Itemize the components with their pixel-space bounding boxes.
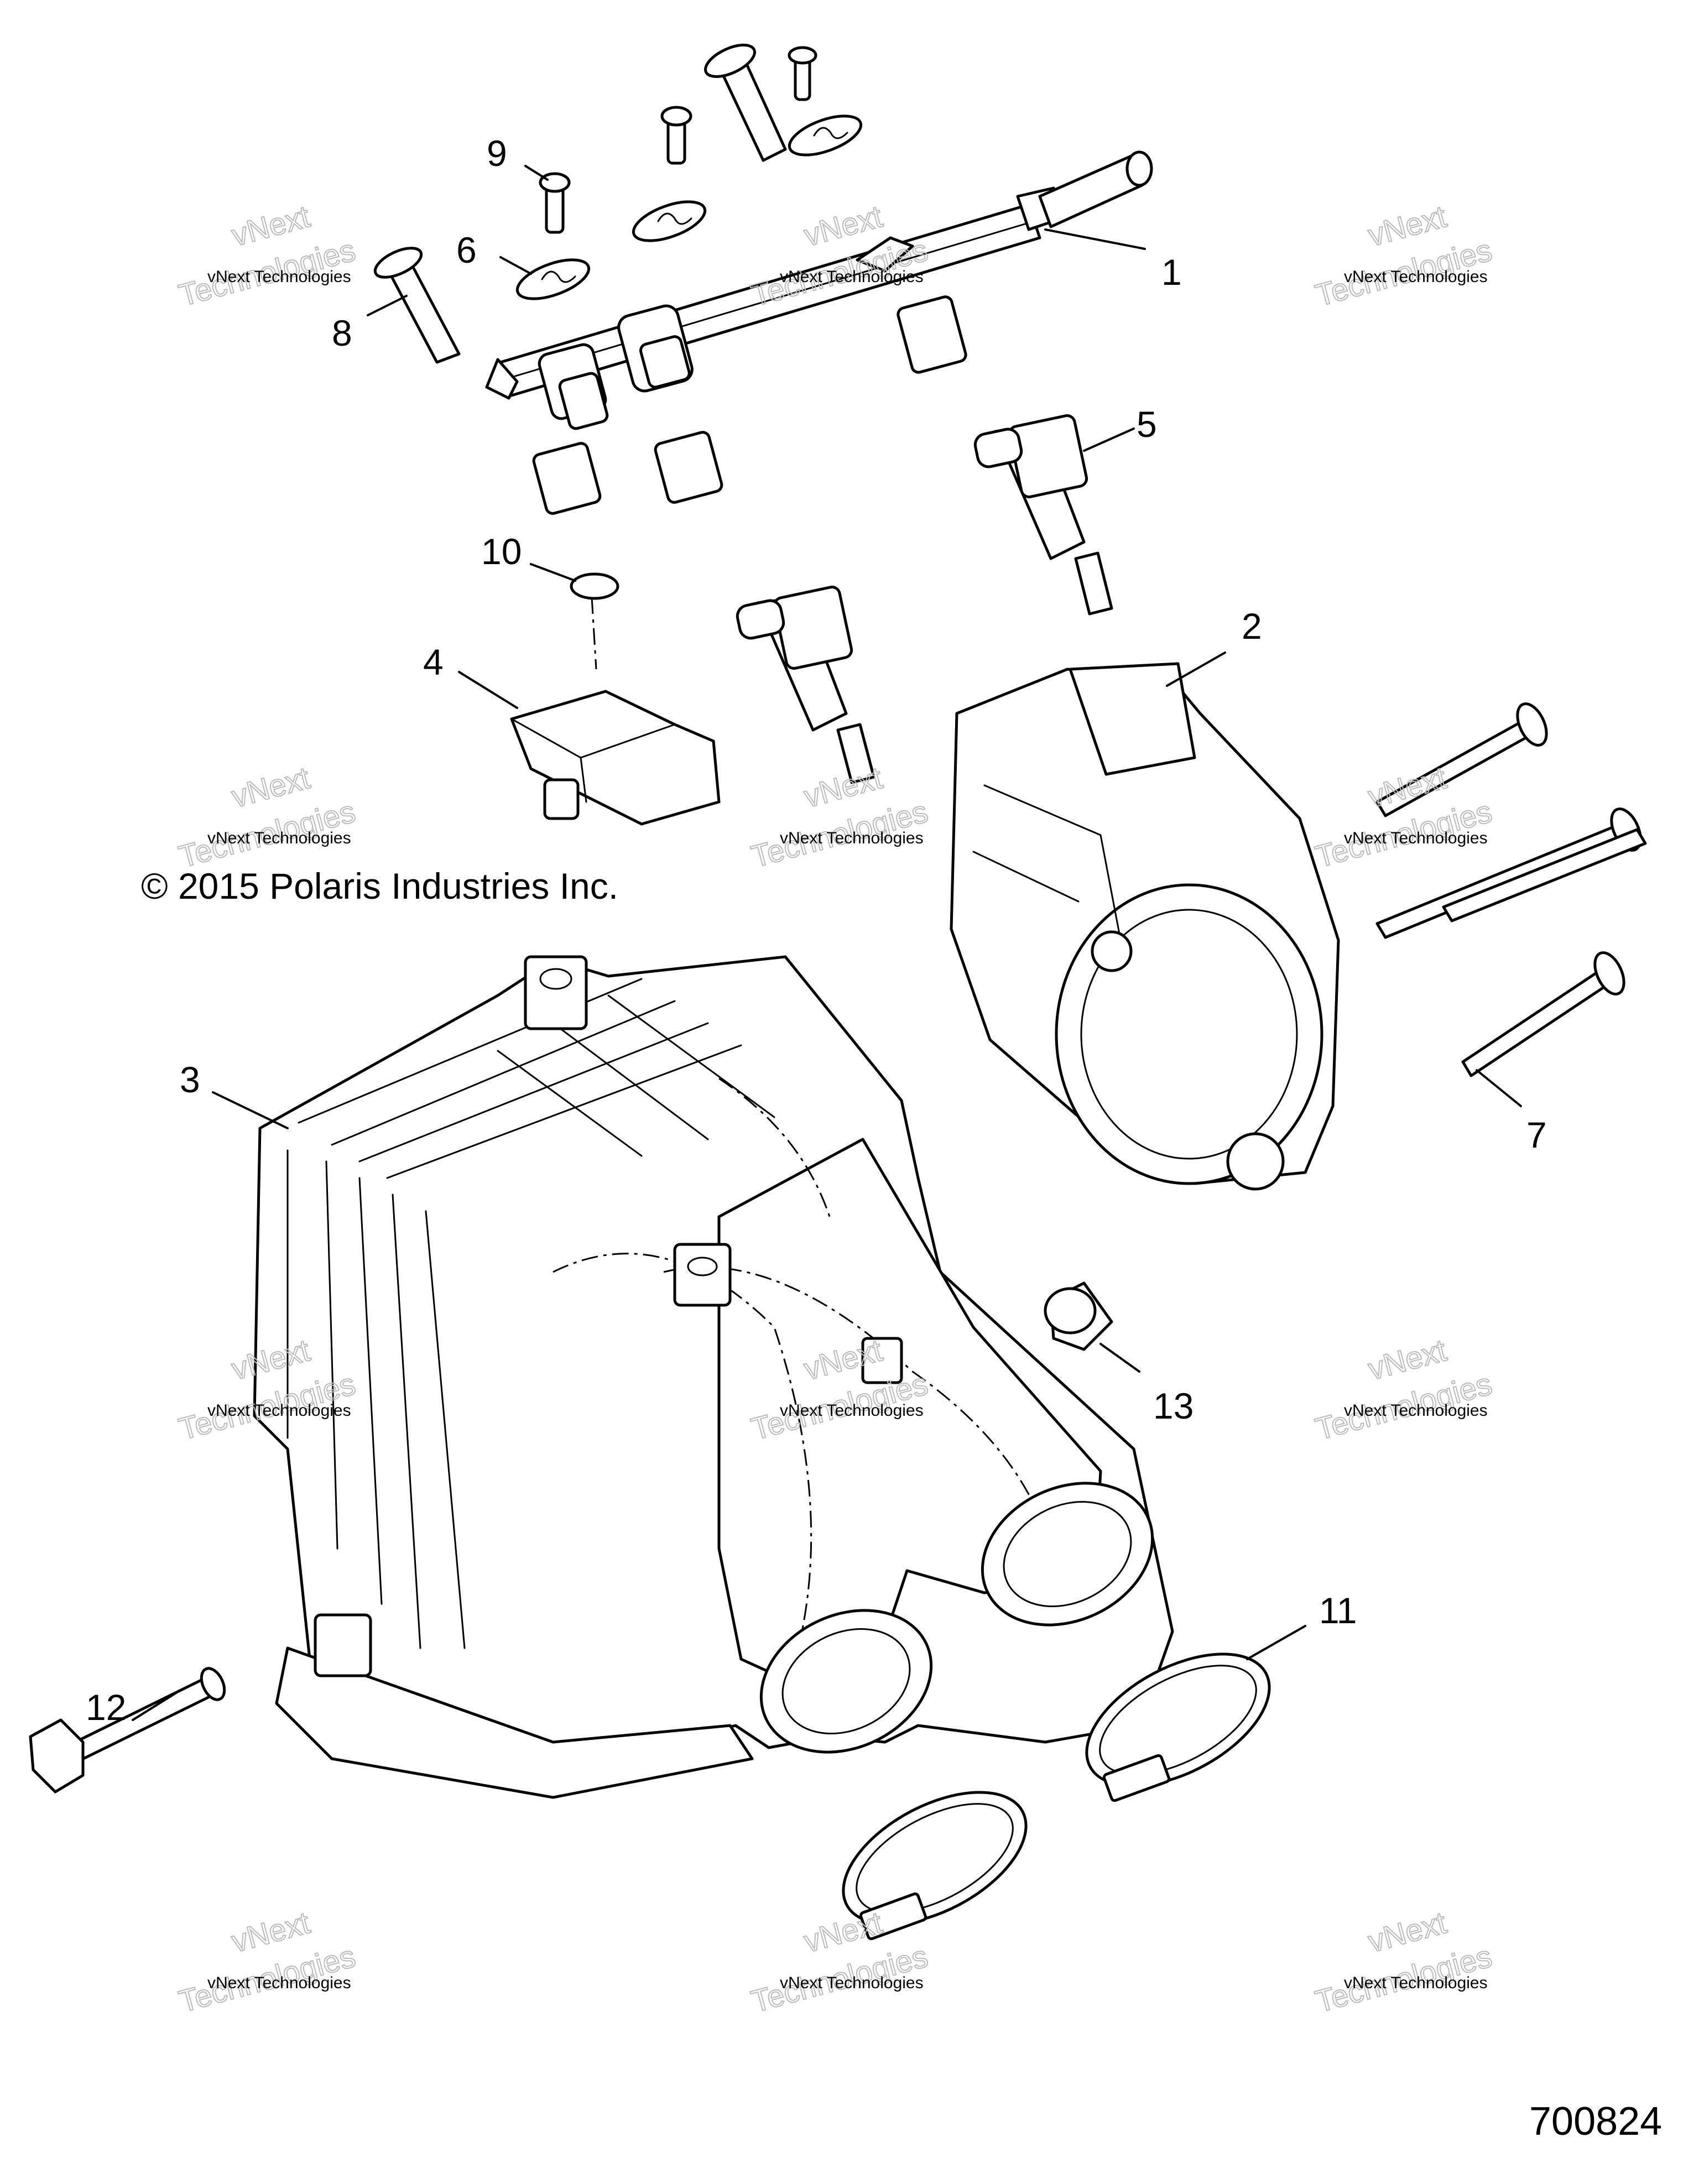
copyright-notice: © 2015 Polaris Industries Inc. — [141, 866, 618, 906]
watermark-big-line1: vNext — [800, 199, 886, 253]
leader-lines — [132, 165, 1522, 1721]
callout-4: 4 — [423, 642, 444, 682]
hose-clamp-upper — [1085, 1653, 1271, 1802]
callout-6: 6 — [456, 230, 477, 270]
map-sensor — [510, 690, 721, 826]
drawing-number: 700824 — [1529, 2099, 1662, 2144]
watermark-small: vNext Technologies — [207, 829, 351, 847]
watermark-small: vNext Technologies — [1344, 268, 1488, 286]
callout-13: 13 — [1153, 1385, 1194, 1426]
watermark-big-line1: vNext — [1364, 760, 1450, 814]
callout-labels: 1 2 3 4 5 6 7 8 9 10 11 12 13 — [86, 133, 1547, 1728]
callout-10: 10 — [481, 531, 522, 572]
small-screws — [539, 46, 817, 234]
watermark-small: vNext Technologies — [1344, 829, 1488, 847]
flange-bolt — [29, 1667, 226, 1794]
fuel-rail — [485, 150, 1153, 515]
watermark-small: vNext Technologies — [780, 1401, 924, 1420]
watermark-big-line1: vNext — [228, 1905, 314, 1959]
watermark-big-line1: vNext — [228, 199, 314, 253]
watermark-small: vNext Technologies — [1344, 1401, 1488, 1420]
callout-8: 8 — [332, 312, 352, 353]
watermark-big-line1: vNext — [1364, 1332, 1450, 1386]
intake-manifold — [253, 955, 1174, 1799]
callout-1: 1 — [1161, 252, 1182, 293]
throttle-body — [950, 662, 1340, 1191]
callout-11: 11 — [1319, 1590, 1357, 1631]
watermark-big-line1: vNext — [800, 1905, 886, 1959]
pins — [373, 44, 787, 364]
watermark-big-line1: vNext — [228, 760, 314, 814]
watermark-small: vNext Technologies — [780, 268, 924, 286]
watermark-small: vNext Technologies — [207, 1974, 351, 1992]
watermark-big-line1: vNext — [1364, 199, 1450, 253]
watermark-small: vNext Technologies — [207, 1401, 351, 1420]
watermark-big-line1: vNext — [800, 760, 886, 814]
watermark-big-line1: vNext — [1364, 1905, 1450, 1959]
watermark-small: vNext Technologies — [780, 1974, 924, 1992]
watermark-small: vNext Technologies — [1344, 1974, 1488, 1992]
clip-plates — [515, 114, 863, 300]
callout-9: 9 — [487, 133, 507, 174]
callout-12: 12 — [86, 1687, 126, 1728]
grommet — [1044, 1281, 1113, 1351]
sensor-screw — [570, 572, 619, 670]
fuel-injector-lower — [736, 586, 875, 784]
callout-2: 2 — [1242, 606, 1262, 647]
hose-clamp-lower — [842, 1791, 1028, 1941]
callout-3: 3 — [180, 1059, 200, 1100]
callout-7: 7 — [1526, 1114, 1547, 1155]
long-bolts — [1375, 702, 1647, 1077]
callout-5: 5 — [1137, 404, 1157, 445]
watermark-small: vNext Technologies — [207, 268, 351, 286]
watermark-small: vNext Technologies — [780, 829, 924, 847]
fuel-injector-upper — [973, 414, 1113, 616]
